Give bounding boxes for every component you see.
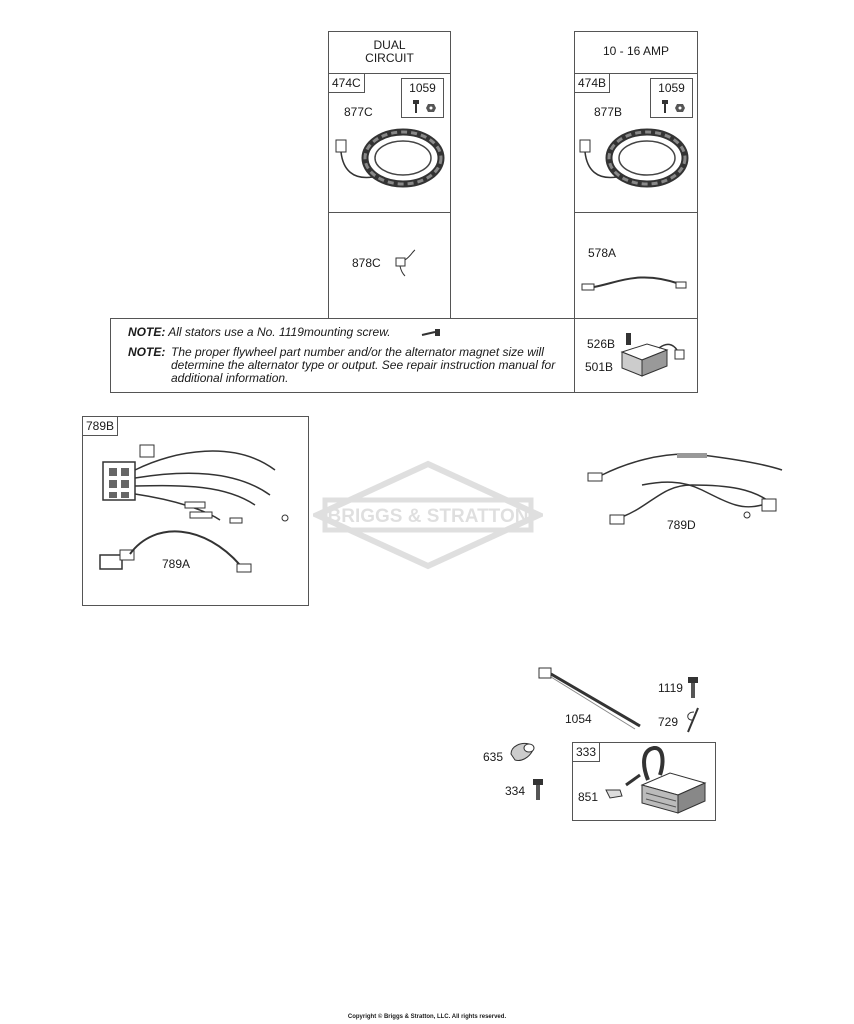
screw-kit-1059-label-b: 1059 (658, 81, 685, 95)
lead-878c-label: 878C (352, 256, 381, 270)
pin-729 (687, 707, 699, 733)
kit-474c-label: 474C (328, 73, 365, 93)
armature-kit-333-box (572, 742, 716, 821)
screw-and-nut-icon (413, 100, 436, 113)
stator-coil-877c (335, 128, 445, 188)
screw-and-nut-icon (662, 100, 685, 113)
mounting-screw-icon (421, 329, 440, 336)
lead-789a (99, 530, 252, 573)
kit-474b-label: 474B (574, 73, 611, 93)
copyright-footer: Copyright © Briggs & Stratton, LLC. All … (347, 1014, 507, 1020)
clip-851-label: 851 (578, 790, 599, 804)
regulator-501b-label: 501B (585, 360, 614, 374)
note-2-text: The proper flywheel part number and/or t… (171, 345, 556, 385)
screw-kit-1059-box-c: 1059 (401, 78, 444, 118)
regulator-501b (620, 333, 685, 377)
pin-729-label: 729 (658, 715, 679, 729)
stator-coil-877b (579, 128, 689, 188)
stator-877c-label: 877C (344, 105, 373, 119)
lead-878c-box (328, 212, 451, 319)
ignition-armature-333 (625, 746, 707, 814)
cable-578a (581, 276, 687, 291)
screw-kit-1059-label-c: 1059 (409, 81, 436, 95)
watermark-text: BRIGGS & STRATTON (328, 506, 529, 527)
alternator-harness-789d (587, 453, 783, 525)
cable-tie-1054-label: 1054 (565, 712, 592, 726)
note-1-label: NOTE: (128, 325, 166, 339)
brand-watermark-logo: BRIGGS & STRATTON (313, 460, 543, 570)
screw-1119 (688, 677, 698, 698)
screw-1119-label: 1119 (658, 681, 683, 695)
note-2-label-wrap: NOTE: (128, 346, 165, 359)
bolt-334-label: 334 (505, 784, 526, 798)
dual-circuit-header: DUAL CIRCUIT (365, 38, 414, 65)
stator-877b-label: 877B (594, 105, 623, 119)
cap-635 (510, 743, 535, 761)
wiring-harness-789b (102, 444, 289, 524)
lead-789a-label: 789A (162, 557, 191, 571)
harness-kit-789b-label: 789B (82, 416, 119, 436)
lead-wire-878c (395, 249, 416, 277)
clip-851 (605, 789, 623, 799)
screw-kit-1059-box-b: 1059 (650, 78, 693, 118)
harness-kit-789b-box (82, 416, 309, 606)
armature-kit-333-label: 333 (572, 742, 601, 762)
cap-635-label: 635 (483, 750, 504, 764)
bolt-334 (533, 779, 543, 800)
harness-789d-label: 789D (667, 518, 696, 532)
regulator-box (574, 318, 698, 393)
note-1-text: All stators use a No. 1119mounting screw… (168, 325, 391, 339)
amp-header: 10 - 16 AMP (602, 44, 670, 58)
cable-578a-label: 578A (588, 246, 617, 260)
note-2-label: NOTE: (128, 345, 166, 359)
screw-526b-label: 526B (587, 337, 616, 351)
cable-tie-1054 (538, 667, 641, 730)
note-1: NOTE: All stators use a No. 1119mounting… (128, 326, 568, 339)
